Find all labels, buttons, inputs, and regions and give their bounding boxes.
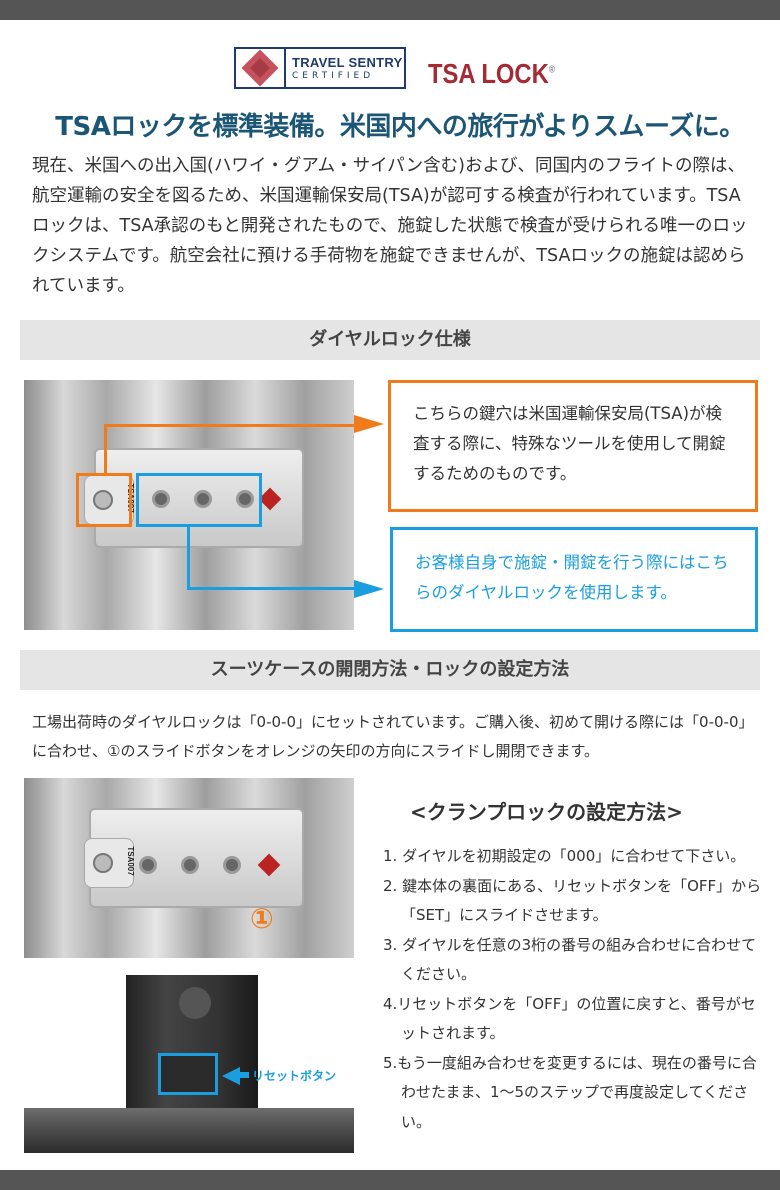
registered-mark: ®	[548, 64, 556, 76]
travel-sentry-diamond-icon	[236, 49, 286, 87]
lock-model-label: TSA007	[126, 846, 135, 876]
dial-note: お客様自身で施錠・開錠を行う際にはこちらのダイヤルロックを使用します。	[390, 527, 758, 632]
reset-button-photo: リセットボタン	[24, 975, 354, 1155]
clamp-lock-title: <クランプロックの設定方法>	[410, 800, 683, 824]
section-header-open-close: スーツケースの開閉方法・ロックの設定方法	[20, 650, 760, 690]
headline: TSAロックを標準装備。米国内への旅行がよりスムーズに。	[55, 112, 745, 142]
blue-arrowhead-icon	[354, 580, 384, 598]
tsa-lock-text: TSA LOCK	[428, 58, 549, 89]
top-bar	[0, 0, 780, 20]
reset-arrow-icon	[222, 1067, 240, 1085]
step-item: 3. ダイヤルを任意の3桁の番号の組み合わせに合わせてください。	[383, 935, 757, 984]
dial-highlight	[136, 473, 262, 527]
keyhole-icon: TSA007	[84, 475, 135, 525]
keyhole-highlight	[76, 473, 132, 527]
lock-photo: TSA007	[24, 380, 374, 630]
steps-list: 1. ダイヤルを初期設定の「000」に合わせて下さい。 2. 鍵本体の裏面にある…	[383, 842, 763, 1137]
bottom-bar	[0, 1170, 780, 1190]
intro-text: 現在、米国への出入国(ハワイ・グアム・サイパン含む)および、同国内のフライトの際…	[32, 156, 748, 296]
lock-photo-2: TSA007 ①	[24, 778, 354, 958]
slide-button-marker: ①	[250, 902, 274, 935]
keyhole-note: こちらの鍵穴は米国運輸保安局(TSA)が検査する際に、特殊なツールを使用して開錠…	[388, 380, 758, 512]
blue-arrow	[187, 587, 372, 590]
section-header-dial-lock: ダイヤルロック仕様	[20, 320, 760, 360]
step-item: 1. ダイヤルを初期設定の「000」に合わせて下さい。	[383, 847, 746, 865]
reset-button-label: リセットボタン	[252, 1069, 337, 1083]
tsa-lock-logo: TSA LOCK®	[428, 58, 555, 90]
keyhole-icon: TSA007	[84, 838, 135, 888]
logo-text-certified: CERTIFIED	[292, 70, 375, 81]
orange-arrow	[104, 424, 374, 427]
reset-button-highlight	[158, 1053, 218, 1095]
orange-arrowhead-icon	[354, 415, 384, 433]
factory-setting-text: 工場出荷時のダイヤルロックは「0-0-0」にセットされています。ご購入後、初めて…	[32, 713, 754, 760]
logo-text: TRAVEL SENTRY	[292, 54, 403, 70]
step-item: 5.もう一度組み合わせを変更するには、現在の番号に合わせたまま、1～5のステップ…	[383, 1053, 757, 1131]
step-item: 4.リセットボタンを「OFF」の位置に戻すと、番号がセットされます。	[383, 994, 756, 1043]
step-item: 2. 鍵本体の裏面にある、リセットボタンを「OFF」から「SET」にスライドさせ…	[383, 876, 762, 925]
